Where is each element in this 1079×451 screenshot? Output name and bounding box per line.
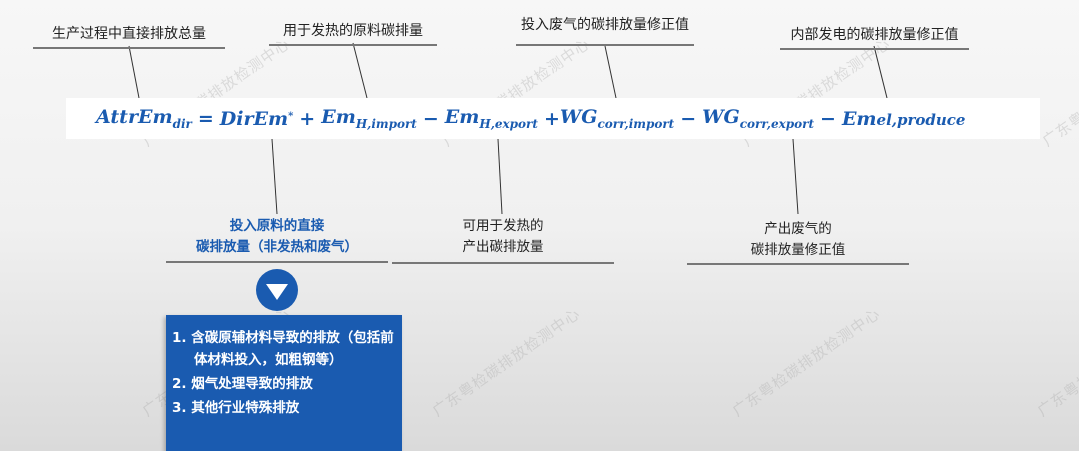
formula-op: −: [680, 107, 697, 130]
label-line: 产出碳排放量: [462, 239, 544, 255]
watermark: 广东粤检碳排放检测中心: [1039, 34, 1079, 151]
triangle-down-icon: [266, 284, 288, 300]
formula-equals: =: [197, 107, 214, 130]
label-line: 投入原料的直接: [229, 218, 325, 234]
formula-lhs: AttrEmdir: [96, 106, 192, 131]
formula-term-em-el-produce: Emel,produce: [841, 107, 966, 130]
label-line: 产出废气的: [764, 221, 832, 237]
label-line: 可用于发热的: [462, 218, 544, 234]
label-waste-gas-import-correction: 投入废气的碳排放量修正值: [516, 14, 694, 46]
label-heat-feedstock-emissions: 用于发热的原料碳排量: [269, 20, 437, 46]
formula-term-em-h-export: EmH,export: [444, 106, 538, 131]
watermark: 广东粤检碳排放检测中心: [429, 304, 584, 421]
detail-item: 1. 含碳原辅材料导致的排放（包括前体材料投入，如粗钢等）: [172, 330, 394, 368]
watermark: 广东粤检碳排放检测中心: [729, 304, 884, 421]
formula-term-em-h-import: EmH,import: [321, 106, 417, 131]
formula-term-wg-corr-export: WGcorr,export: [702, 106, 815, 131]
detail-item: 3. 其他行业特殊排放: [172, 400, 300, 416]
formula-op: −: [820, 107, 836, 130]
label-line: 碳排放量（非发热和废气）: [196, 239, 358, 255]
formula-op: +: [543, 107, 560, 130]
label-waste-gas-export-correction: 产出废气的 碳排放量修正值: [687, 219, 909, 265]
formula-op: −: [422, 107, 439, 130]
label-heat-output-emissions: 可用于发热的 产出碳排放量: [392, 216, 614, 264]
formula-op: +: [299, 107, 316, 130]
watermark: 广东粤检碳排放检测中心: [1034, 304, 1079, 421]
detail-item: 2. 烟气处理导致的排放: [172, 376, 313, 392]
formula: AttrEmdir = DirEm* + EmH,import − EmH,ex…: [66, 98, 1040, 139]
label-line: 碳排放量修正值: [750, 242, 846, 258]
formula-term-direm: DirEm*: [219, 107, 294, 130]
formula-term-wg-corr-import: WGcorr,import: [559, 106, 675, 131]
down-arrow-circle-icon: [256, 269, 298, 311]
label-direct-feedstock-emissions: 投入原料的直接 碳排放量（非发热和废气）: [166, 216, 388, 263]
label-electricity-production-correction: 内部发电的碳排放量修正值: [780, 24, 969, 50]
detail-box: 1. 含碳原辅材料导致的排放（包括前体材料投入，如粗钢等） 2. 烟气处理导致的…: [166, 315, 402, 451]
label-total-direct-emissions: 生产过程中直接排放总量: [33, 23, 225, 49]
